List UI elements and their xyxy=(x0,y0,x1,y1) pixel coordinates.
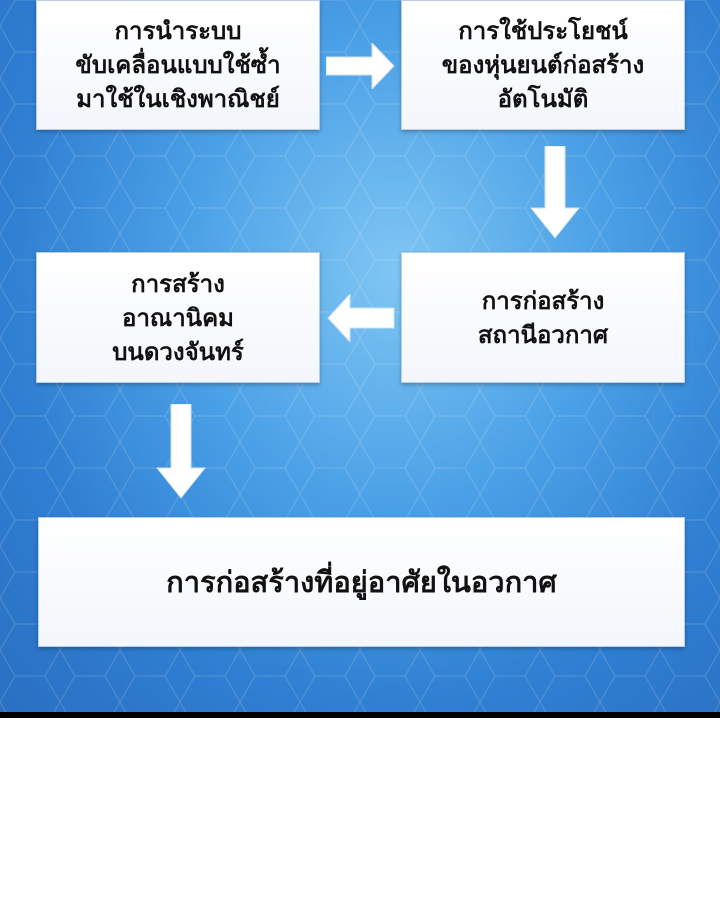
arrow-down-icon xyxy=(530,146,580,239)
arrow-down-icon xyxy=(156,404,206,499)
step-box-line: บนดวงจันทร์ xyxy=(112,337,244,366)
step-box-line: การก่อสร้าง xyxy=(481,286,605,315)
diagram-canvas: การนำระบบ ขับเคลื่อนแบบใช้ซ้ำ มาใช้ในเชิ… xyxy=(0,0,720,712)
step-box-space-station: การก่อสร้าง สถานีอวกาศ xyxy=(401,252,685,383)
step-box-line: มาใช้ในเชิงพาณิชย์ xyxy=(76,85,280,113)
step-box-lunar-colony: การสร้าง อาณานิคม บนดวงจันทร์ xyxy=(36,252,320,383)
step-box-line: การนำระบบ xyxy=(114,17,242,45)
step-box-line: ขับเคลื่อนแบบใช้ซ้ำ xyxy=(75,51,281,79)
final-box-line: การก่อสร้างที่อยู่อาศัยในอวกาศ xyxy=(166,565,557,599)
arrow-right-icon xyxy=(326,43,395,89)
step-box-reusable-propulsion: การนำระบบ ขับเคลื่อนแบบใช้ซ้ำ มาใช้ในเชิ… xyxy=(36,0,320,130)
step-box-line: อัตโนมัติ xyxy=(497,85,589,113)
step-box-line: อาณานิคม xyxy=(122,303,234,332)
final-box-space-habitat: การก่อสร้างที่อยู่อาศัยในอวกาศ xyxy=(38,517,685,647)
step-box-line: สถานีอวกาศ xyxy=(477,320,609,349)
arrow-left-icon xyxy=(327,294,395,342)
bottom-divider xyxy=(0,712,720,718)
step-box-line: ของหุ่นยนต์ก่อสร้าง xyxy=(441,51,645,79)
step-box-line: การใช้ประโยชน์ xyxy=(458,17,628,45)
step-box-construction-robots: การใช้ประโยชน์ ของหุ่นยนต์ก่อสร้าง อัตโน… xyxy=(401,0,685,130)
step-box-line: การสร้าง xyxy=(131,269,225,298)
